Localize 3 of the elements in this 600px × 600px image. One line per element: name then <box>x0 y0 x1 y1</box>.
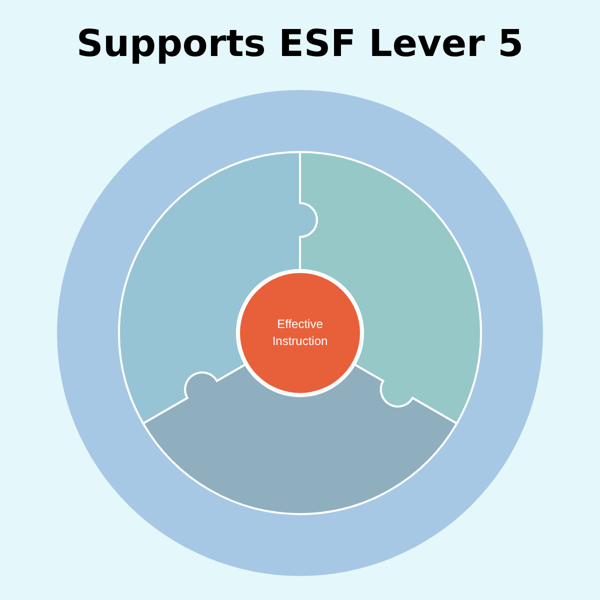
puzzle-piece <box>142 364 458 515</box>
title: Supports ESF Lever 5 <box>75 22 525 65</box>
circle-label: Effective Instruction <box>271 316 329 350</box>
